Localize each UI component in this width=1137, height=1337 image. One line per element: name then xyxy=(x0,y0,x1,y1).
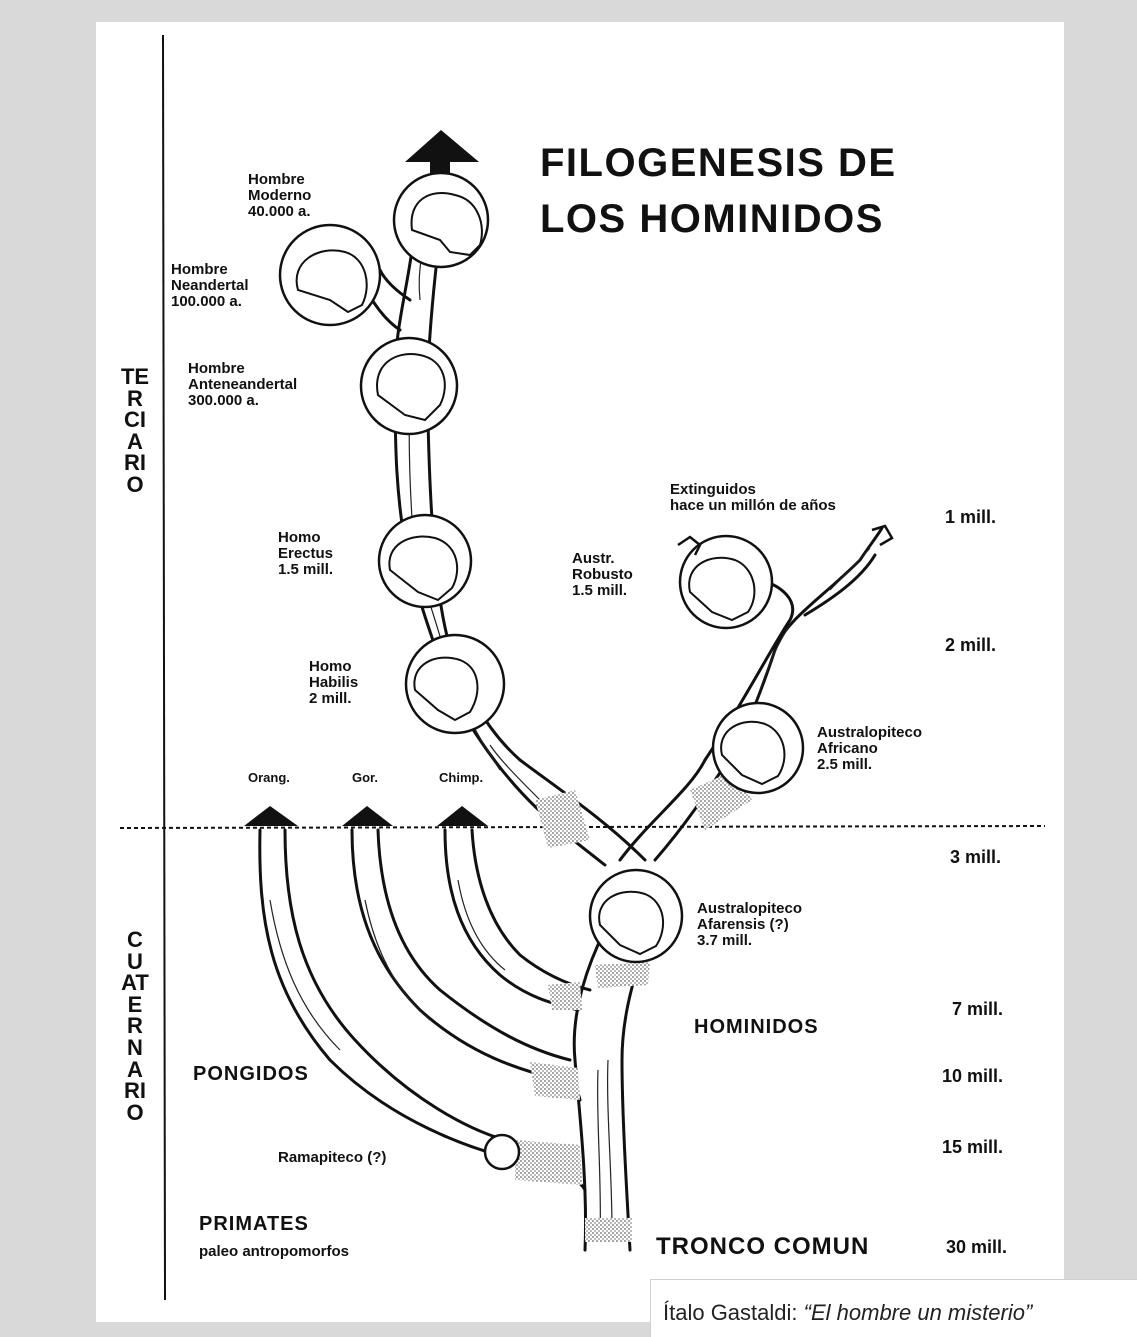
label-ramapiteco: Ramapiteco (?) xyxy=(278,1150,386,1166)
label-pongidos: PONGIDOS xyxy=(193,1064,309,1086)
citation-box: Ítalo Gastaldi: “El hombre un misterio” xyxy=(650,1279,1137,1337)
label-extinguidos: Extinguidos hace un millón de años xyxy=(670,482,836,514)
skull-moderno xyxy=(394,173,488,267)
time-3-mill: 3 mill. xyxy=(950,848,1001,867)
label-austr-robusto: Austr. Robusto 1.5 mill. xyxy=(572,551,633,600)
skull-robusto xyxy=(680,536,772,628)
stippled-zones xyxy=(515,770,752,1242)
label-gorilla: Gor. xyxy=(352,771,378,785)
time-10-mill: 10 mill. xyxy=(942,1067,1003,1086)
time-30-mill: 30 mill. xyxy=(946,1238,1007,1257)
label-tronco-comun: TRONCO COMUN xyxy=(656,1234,869,1260)
skull-habilis xyxy=(406,635,504,733)
ramapiteco-node xyxy=(485,1135,519,1169)
chimp-arrow xyxy=(437,806,488,826)
skull-afarensis xyxy=(590,870,682,962)
skull-africano xyxy=(713,703,803,793)
label-homo-habilis: Homo Habilis 2 mill. xyxy=(309,659,358,708)
skull-anteneandertal xyxy=(361,338,457,434)
time-2-mill: 2 mill. xyxy=(945,636,996,655)
time-7-mill: 7 mill. xyxy=(952,1000,1003,1019)
time-1-mill: 1 mill. xyxy=(945,508,996,527)
label-orangutan: Orang. xyxy=(248,771,290,785)
label-australopiteco-afarensis: Australopiteco Afarensis (?) 3.7 mill. xyxy=(697,901,802,950)
label-homo-erectus: Homo Erectus 1.5 mill. xyxy=(278,530,333,579)
citation-work: “El hombre un misterio” xyxy=(804,1300,1033,1325)
label-hombre-neandertal: Hombre Neandertal 100.000 a. xyxy=(171,262,249,311)
label-primates: PRIMATES xyxy=(199,1214,309,1236)
label-hominidos: HOMINIDOS xyxy=(694,1017,819,1039)
label-hombre-anteneandertal: Hombre Anteneandertal 300.000 a. xyxy=(188,361,297,410)
diagram-title-line1: FILOGENESIS DE xyxy=(540,140,897,186)
label-hombre-moderno: Hombre Moderno 40.000 a. xyxy=(248,172,311,221)
era-cuaternario: CUATERNARIO xyxy=(120,929,150,1123)
orangutan-arrow xyxy=(244,806,298,826)
label-australopiteco-africano: Australopiteco Africano 2.5 mill. xyxy=(817,725,922,774)
label-paleo-antropomorfos: paleo antropomorfos xyxy=(199,1244,349,1260)
label-chimpanzee: Chimp. xyxy=(439,771,483,785)
era-terciario: TERCIARIO xyxy=(120,366,150,496)
diagram-title-line2: LOS HOMINIDOS xyxy=(540,196,884,242)
citation-author: Ítalo Gastaldi: xyxy=(663,1300,798,1325)
time-15-mill: 15 mill. xyxy=(942,1138,1003,1157)
gorilla-arrow xyxy=(342,806,393,826)
time-axis-line xyxy=(163,35,165,1300)
modern-line-arrow xyxy=(405,130,479,162)
